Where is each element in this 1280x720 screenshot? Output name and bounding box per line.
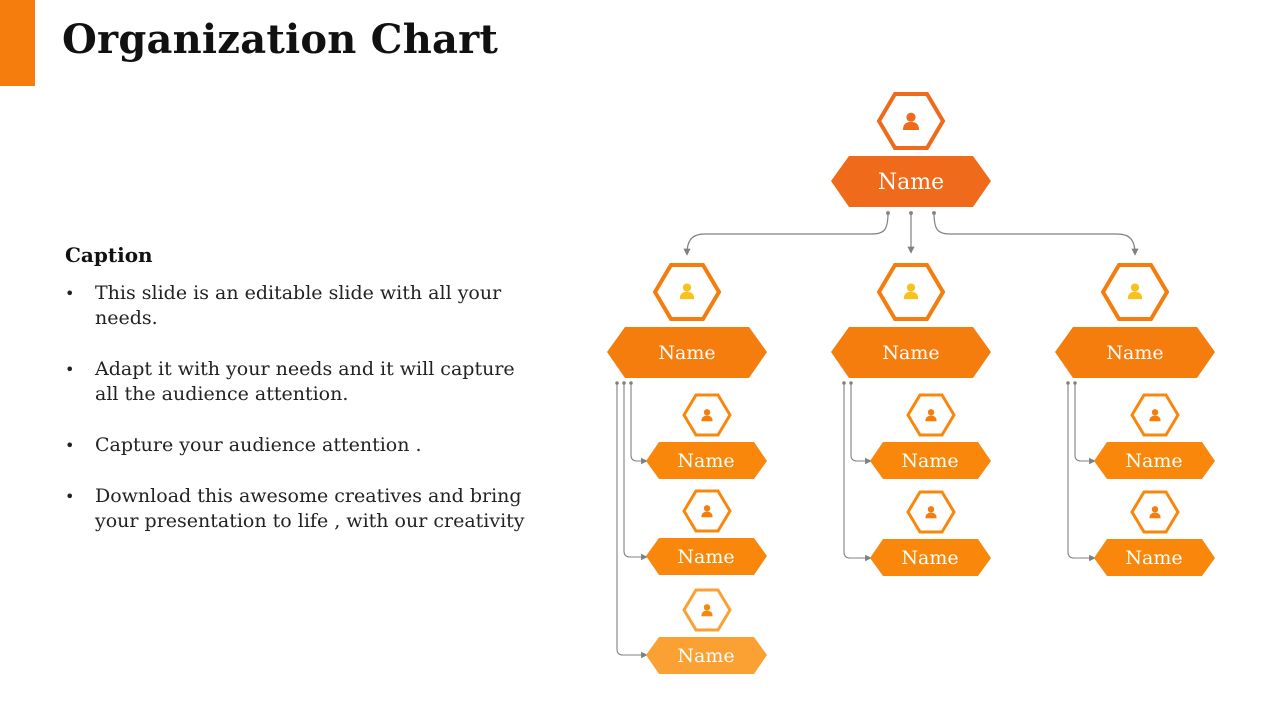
name-label: Name [1106, 342, 1163, 364]
connector [622, 381, 648, 561]
name-box [646, 538, 767, 575]
caption-bullets: This slide is an editable slide with all… [65, 281, 535, 534]
title-accent-bar [0, 0, 35, 86]
child-node: Name [1094, 490, 1215, 576]
caption-block: Caption This slide is an editable slide … [65, 243, 535, 560]
name-label: Name [901, 547, 958, 569]
child-connectors [615, 381, 1096, 659]
bullet-item: Capture your audience attention . [65, 433, 535, 458]
connector [1066, 381, 1096, 562]
child-node: Name [870, 490, 991, 576]
child-node: Name [870, 393, 991, 479]
caption-heading: Caption [65, 243, 153, 267]
branch-node: Name [1055, 263, 1215, 378]
name-box [646, 442, 767, 479]
name-box [1094, 442, 1215, 479]
connector [842, 381, 872, 562]
connector [1073, 381, 1096, 465]
name-label: Name [1125, 450, 1182, 472]
connector [629, 381, 648, 465]
connector [683, 211, 890, 256]
name-box [870, 442, 991, 479]
name-box [1055, 327, 1215, 378]
connector [615, 381, 648, 659]
top-node: Name [831, 92, 991, 207]
name-box [646, 637, 767, 674]
bullet-item: This slide is an editable slide with all… [65, 281, 535, 331]
name-box [831, 156, 991, 207]
branch-node: Name [607, 263, 767, 378]
child-node: Name [1094, 393, 1215, 479]
name-box [607, 327, 767, 378]
branch-node: Name [831, 263, 991, 378]
name-label: Name [901, 450, 958, 472]
name-label: Name [677, 546, 734, 568]
top-connectors [683, 211, 1139, 256]
name-label: Name [882, 342, 939, 364]
name-label: Name [658, 342, 715, 364]
name-label: Name [677, 450, 734, 472]
name-box [1094, 539, 1215, 576]
slide-title: Organization Chart [62, 16, 499, 63]
name-box [831, 327, 991, 378]
child-node: Name [646, 588, 767, 674]
name-label: Name [677, 645, 734, 667]
name-label: Name [878, 170, 944, 195]
connector [932, 211, 1139, 256]
name-label: Name [1125, 547, 1182, 569]
bullet-item: Download this awesome creatives and brin… [65, 484, 535, 534]
name-box [870, 539, 991, 576]
child-node: Name [646, 489, 767, 575]
connector [849, 381, 872, 465]
child-node: Name [646, 393, 767, 479]
bullet-item: Adapt it with your needs and it will cap… [65, 357, 535, 407]
